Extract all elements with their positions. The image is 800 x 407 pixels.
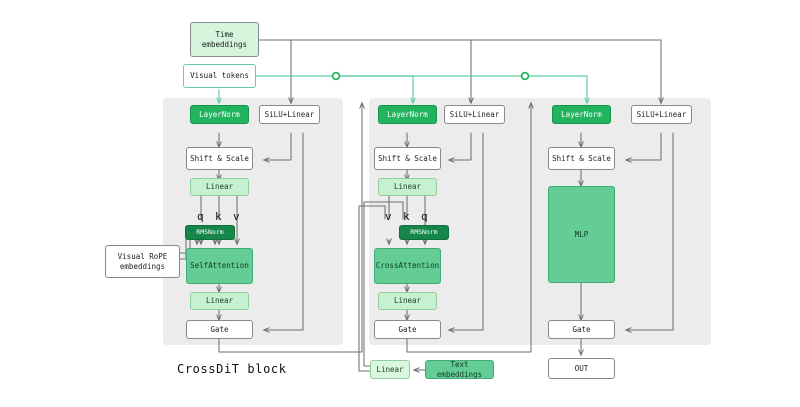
col3-layernorm: LayerNorm: [552, 105, 611, 124]
col3-gate: Gate: [548, 320, 615, 339]
col2-label-v: v: [385, 210, 392, 223]
col1-rmsnorm: RMSNorm: [185, 225, 235, 240]
col2-layernorm: LayerNorm: [378, 105, 437, 124]
col3-silu-linear: SiLU+Linear: [631, 105, 692, 124]
col2-gate: Gate: [374, 320, 441, 339]
out-box: OUT: [548, 358, 615, 379]
col1-label-v: v: [233, 210, 240, 223]
col2-cross-attention: CrossAttention: [374, 248, 441, 284]
text-linear-box: Linear: [370, 360, 410, 379]
col1-shift-scale: Shift & Scale: [186, 147, 253, 170]
text-embeddings-box: Text embeddings: [425, 360, 494, 379]
col1-gate: Gate: [186, 320, 253, 339]
col3-shift-scale: Shift & Scale: [548, 147, 615, 170]
col1-layernorm: LayerNorm: [190, 105, 249, 124]
visual-tokens-box: Visual tokens: [183, 64, 256, 88]
block-caption: CrossDiT block: [177, 362, 287, 376]
col2-label-k: k: [403, 210, 410, 223]
col2-shift-scale: Shift & Scale: [374, 147, 441, 170]
junction-node-2: [520, 71, 530, 81]
junction-node-1: [331, 71, 341, 81]
col1-label-q: q: [197, 210, 204, 223]
col1-linear-in: Linear: [190, 178, 249, 196]
col2-silu-linear: SiLU+Linear: [444, 105, 505, 124]
col2-label-q: q: [421, 210, 428, 223]
visual-rope-box: Visual RoPE embeddings: [105, 245, 180, 278]
col2-rmsnorm: RMSNorm: [399, 225, 449, 240]
col3-mlp: MLP: [548, 186, 615, 283]
col2-linear-in: Linear: [378, 178, 437, 196]
col1-label-k: k: [215, 210, 222, 223]
col1-linear-out: Linear: [190, 292, 249, 310]
col1-silu-linear: SiLU+Linear: [259, 105, 320, 124]
col2-linear-out: Linear: [378, 292, 437, 310]
time-embeddings-box: Time embeddings: [190, 22, 259, 57]
col1-self-attention: SelfAttention: [186, 248, 253, 284]
